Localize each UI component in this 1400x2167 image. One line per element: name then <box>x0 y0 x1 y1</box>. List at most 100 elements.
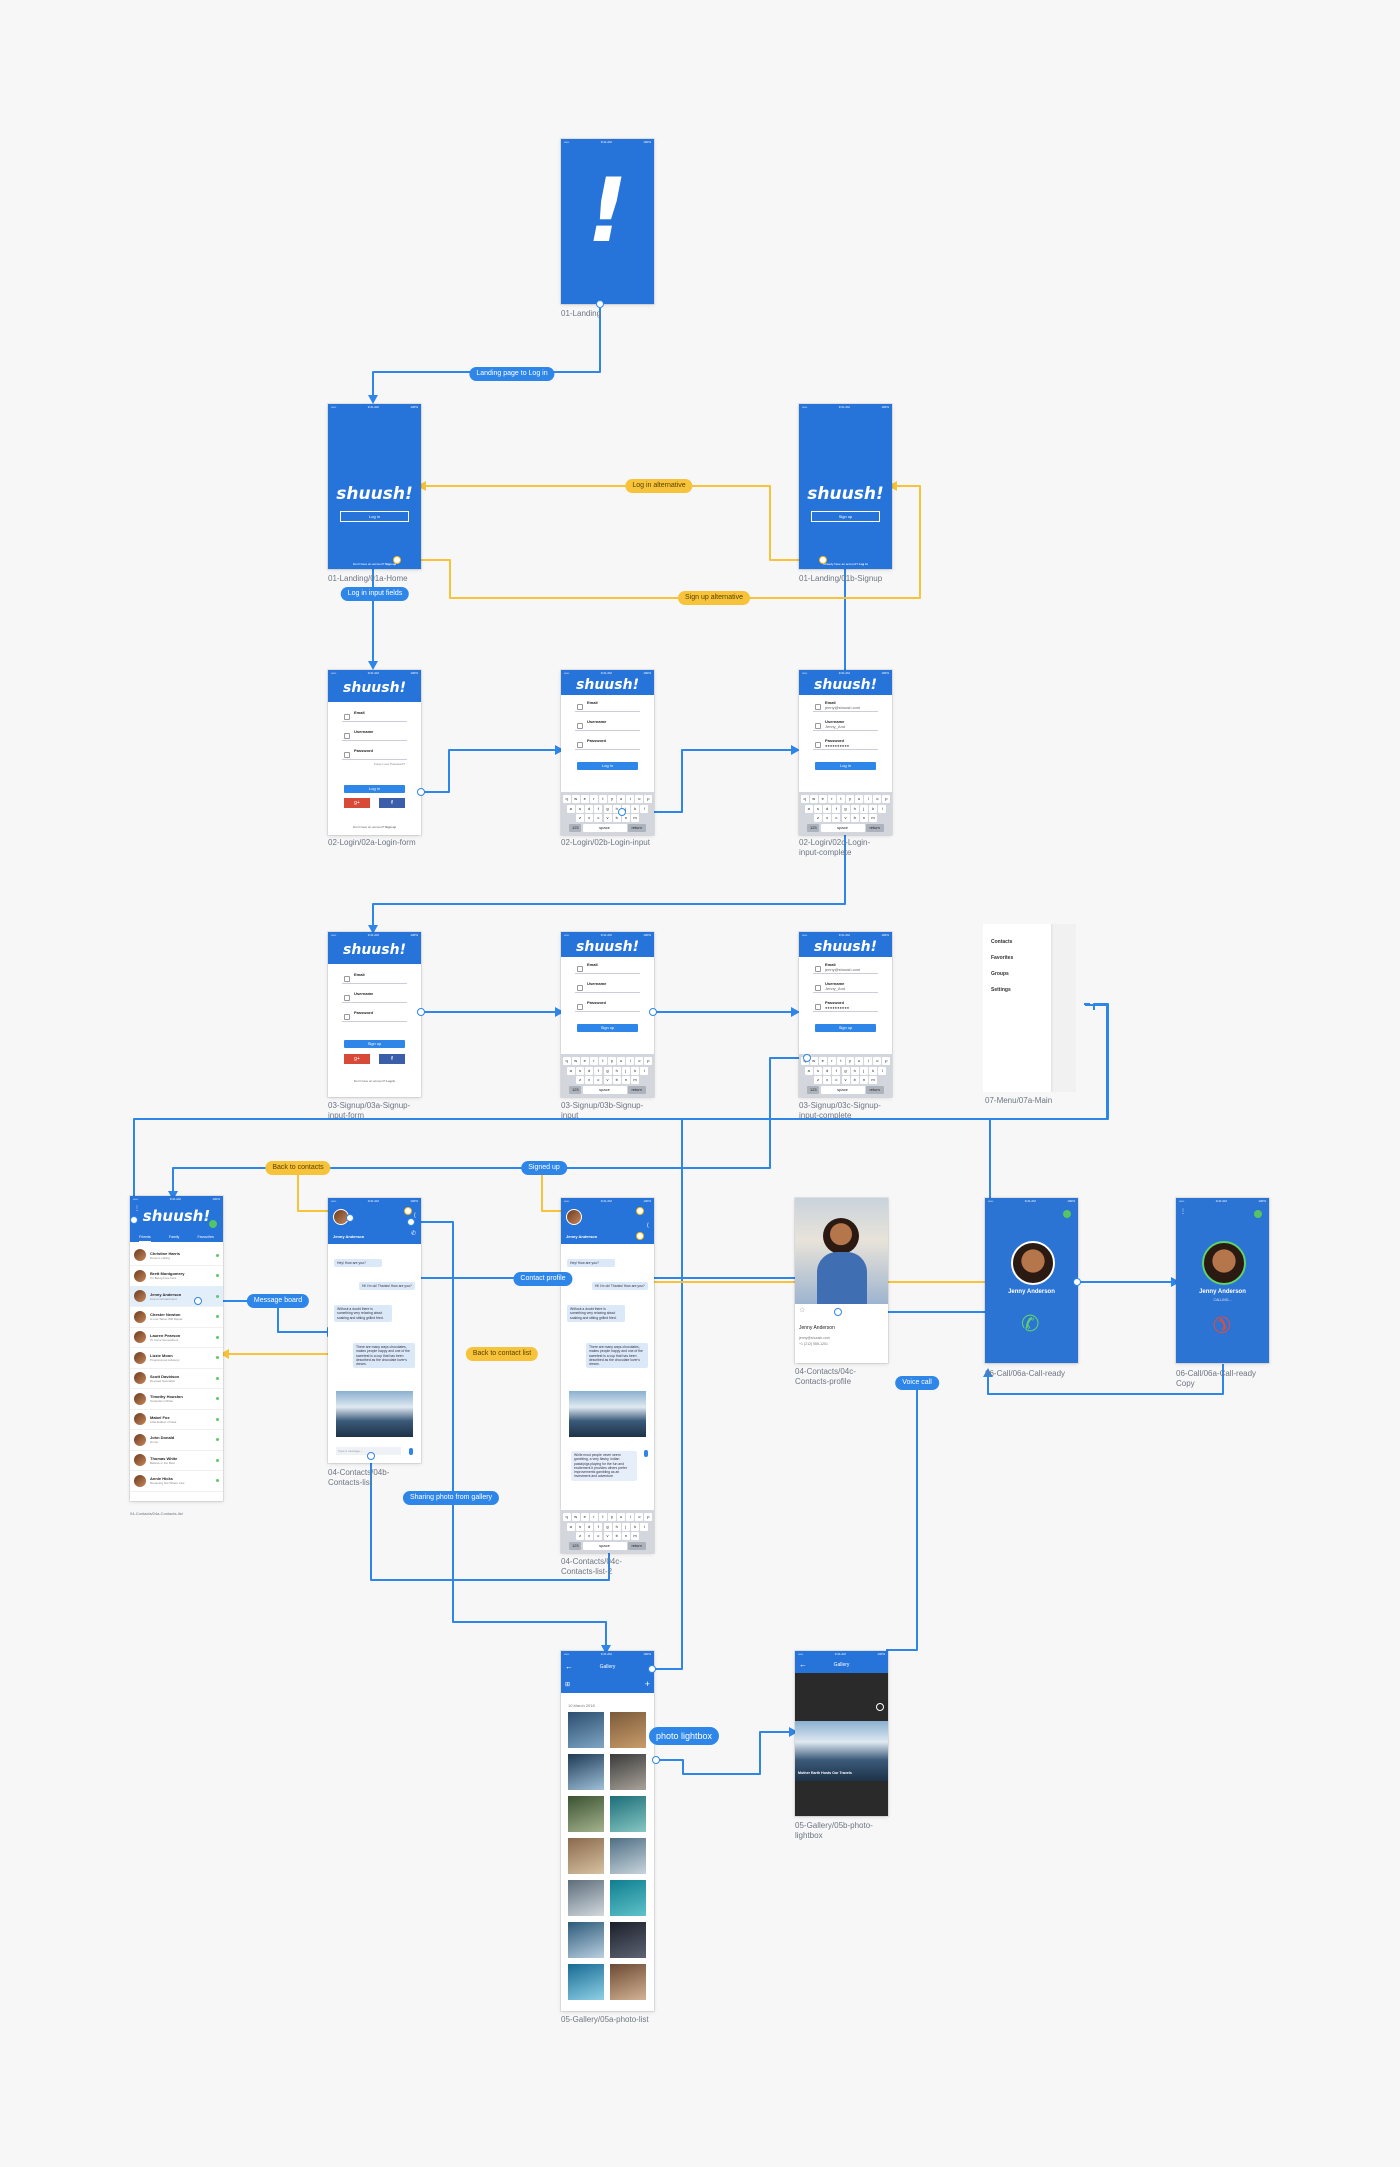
key-r[interactable]: r <box>827 795 836 803</box>
key-y[interactable]: y <box>608 1057 616 1065</box>
hotspot-signup-form[interactable] <box>417 1008 425 1016</box>
key-o[interactable]: o <box>873 1057 882 1065</box>
key-k[interactable]: k <box>869 804 878 813</box>
hotspot-home-signup[interactable] <box>393 556 401 564</box>
shared-photo[interactable] <box>336 1391 413 1437</box>
key-s[interactable]: s <box>813 1066 822 1075</box>
key-y[interactable]: y <box>846 795 854 803</box>
key-i[interactable]: i <box>864 795 873 803</box>
hotspot-contact-row[interactable] <box>194 1297 202 1305</box>
return-key[interactable]: return <box>627 823 646 832</box>
key-t[interactable]: t <box>599 1513 607 1521</box>
key-n[interactable]: n <box>621 1532 630 1540</box>
login-link[interactable]: Log in <box>386 1079 396 1083</box>
key-e[interactable]: e <box>580 1057 589 1065</box>
key-t[interactable]: t <box>837 795 845 803</box>
photo-thumbnail[interactable] <box>568 1964 604 2000</box>
signup-button[interactable]: Sign up <box>815 1024 876 1032</box>
hotspot-signup-login[interactable] <box>819 556 827 564</box>
key-i[interactable]: i <box>626 795 635 803</box>
add-contact-icon[interactable] <box>1254 1210 1262 1218</box>
link-label-signup-alternative[interactable]: Sign up alternative <box>678 591 750 605</box>
email-field[interactable]: Email <box>561 700 654 712</box>
key-e[interactable]: e <box>818 1057 827 1065</box>
space-key[interactable]: space <box>582 1085 627 1094</box>
key-m[interactable]: m <box>631 1076 640 1084</box>
key-l[interactable]: l <box>878 1066 887 1075</box>
key-m[interactable]: m <box>869 814 878 822</box>
numbers-key[interactable]: 123 <box>569 1085 582 1094</box>
key-d[interactable]: d <box>823 1066 832 1075</box>
hotspot-chat-avatar[interactable] <box>346 1214 354 1222</box>
key-a[interactable]: a <box>804 804 813 813</box>
key-q[interactable]: q <box>562 1513 571 1521</box>
photo-thumbnail[interactable] <box>610 1796 646 1832</box>
login-button[interactable]: Log in <box>577 762 638 770</box>
key-y[interactable]: y <box>608 795 616 803</box>
share-icon[interactable]: ⟨ <box>646 1223 649 1229</box>
key-e[interactable]: e <box>580 795 589 803</box>
photo-thumbnail[interactable] <box>568 1922 604 1958</box>
hotspot-contacts-menu[interactable] <box>130 1216 138 1224</box>
signup-link[interactable]: Sign up <box>385 562 397 566</box>
key-m[interactable]: m <box>631 814 640 822</box>
key-a[interactable]: a <box>804 1066 813 1075</box>
key-z[interactable]: z <box>575 1076 584 1084</box>
key-z[interactable]: z <box>575 814 584 822</box>
email-field[interactable]: Email <box>328 972 421 984</box>
password-field[interactable]: Password <box>328 1010 421 1022</box>
key-b[interactable]: b <box>850 814 859 822</box>
info-icon[interactable] <box>876 1703 884 1711</box>
key-k[interactable]: k <box>869 1066 878 1075</box>
key-p[interactable]: p <box>644 795 653 803</box>
key-b[interactable]: b <box>612 1532 621 1540</box>
link-label-contact-profile[interactable]: Contact profile <box>513 1272 573 1286</box>
call-accept-icon[interactable]: ✆ <box>1021 1311 1040 1336</box>
tab-family[interactable]: Family <box>169 1235 180 1239</box>
key-w[interactable]: w <box>809 1057 818 1065</box>
link-label-sharing-photo[interactable]: Sharing photo from gallery <box>402 1491 500 1505</box>
photo-thumbnail[interactable] <box>610 1838 646 1874</box>
key-k[interactable]: k <box>631 804 640 813</box>
link-label-signed-up[interactable]: Signed up <box>521 1161 567 1175</box>
return-key[interactable]: return <box>865 823 884 832</box>
photo-thumbnail[interactable] <box>568 1754 604 1790</box>
add-icon[interactable]: + <box>644 1679 650 1689</box>
key-z[interactable]: z <box>813 814 822 822</box>
key-l[interactable]: l <box>878 804 887 813</box>
hotspot-profile-call[interactable] <box>834 1308 842 1316</box>
message-input[interactable]: Type a message... <box>336 1447 401 1455</box>
key-v[interactable]: v <box>841 1076 850 1084</box>
key-r[interactable]: r <box>589 1057 598 1065</box>
menu-item-contacts[interactable]: Contacts <box>991 939 1013 945</box>
shared-photo[interactable] <box>569 1391 646 1437</box>
key-x[interactable]: x <box>585 1076 594 1084</box>
password-field[interactable]: Password <box>561 1000 654 1012</box>
key-a[interactable]: a <box>566 1066 575 1075</box>
key-o[interactable]: o <box>635 795 644 803</box>
key-n[interactable]: n <box>859 814 868 822</box>
key-o[interactable]: o <box>635 1513 644 1521</box>
key-y[interactable]: y <box>608 1513 616 1521</box>
back-arrow-icon[interactable]: ← <box>565 1662 573 1671</box>
return-key[interactable]: return <box>627 1085 646 1094</box>
signup-button[interactable]: Sign up <box>811 511 880 522</box>
key-c[interactable]: c <box>832 814 841 822</box>
key-t[interactable]: t <box>599 795 607 803</box>
key-a[interactable]: a <box>566 1522 575 1531</box>
login-button[interactable]: Log in <box>815 762 876 770</box>
key-a[interactable]: a <box>566 804 575 813</box>
menu-icon[interactable]: ⋮ <box>1180 1209 1186 1215</box>
share-icon[interactable]: ⟨ <box>413 1213 416 1219</box>
key-x[interactable]: x <box>823 814 832 822</box>
key-d[interactable]: d <box>585 1066 594 1075</box>
space-key[interactable]: space <box>582 1541 627 1550</box>
photo-thumbnail[interactable] <box>610 1922 646 1958</box>
